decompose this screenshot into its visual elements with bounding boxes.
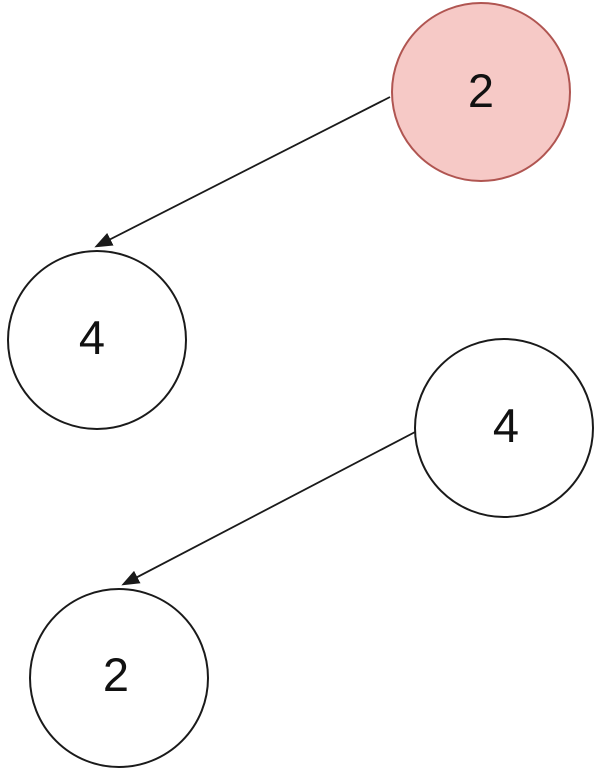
tree-node-n4: 2 <box>29 588 209 768</box>
edge-arrow-n1-to-n2 <box>94 96 391 248</box>
node-circle-n4 <box>29 588 209 768</box>
tree-node-n3: 4 <box>414 338 594 518</box>
node-label-n3: 4 <box>493 399 519 452</box>
node-circle-n1 <box>391 2 571 182</box>
node-label-n1: 2 <box>468 64 494 117</box>
node-label-n2: 4 <box>79 311 105 364</box>
node-circle-n2 <box>7 250 187 430</box>
edge-arrow-n3-to-n4 <box>121 430 418 586</box>
tree-node-n1-highlighted: 2 <box>391 2 571 182</box>
nodes-layer: 2 4 4 2 <box>7 2 594 768</box>
tree-node-n2: 4 <box>7 250 187 430</box>
edges-layer <box>94 96 418 586</box>
node-label-n4: 2 <box>103 648 129 701</box>
node-circle-n3 <box>414 338 594 518</box>
